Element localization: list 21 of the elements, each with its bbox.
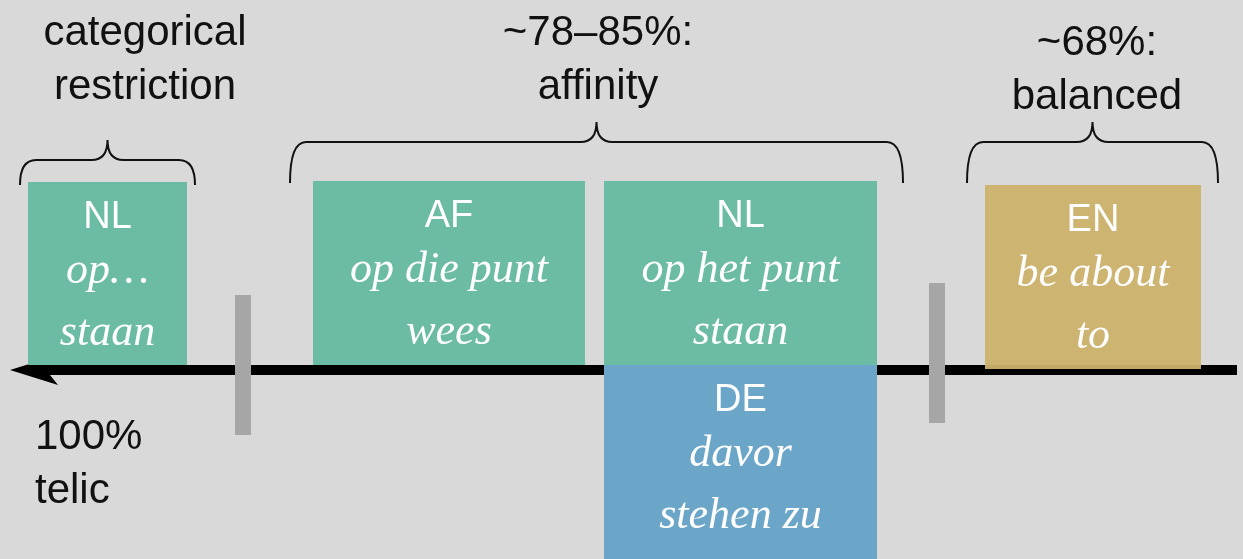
group-label: ~68%: balanced bbox=[1010, 16, 1184, 120]
language-code: EN bbox=[1066, 196, 1120, 241]
expression-text: op die punt wees bbox=[349, 242, 550, 356]
expression-text: davor stehen zu bbox=[658, 426, 823, 540]
language-box bbox=[604, 365, 877, 559]
language-box bbox=[313, 181, 585, 365]
language-code: NL bbox=[83, 193, 132, 238]
axis-end-label: 100% telic bbox=[35, 410, 144, 514]
expression-text: be about to bbox=[1015, 246, 1172, 360]
language-box bbox=[985, 185, 1201, 369]
group-label: ~78–85%: affinity bbox=[501, 6, 695, 110]
expression-text: op… staan bbox=[58, 243, 157, 357]
language-box bbox=[604, 181, 877, 365]
expression-text: op het punt staan bbox=[640, 242, 842, 356]
language-code: AF bbox=[424, 192, 474, 237]
divider-bar bbox=[235, 295, 251, 435]
group-label: categorical restriction bbox=[42, 6, 248, 110]
language-box bbox=[28, 182, 187, 365]
language-code: NL bbox=[716, 192, 765, 237]
language-code: DE bbox=[714, 376, 767, 421]
divider-bar bbox=[929, 283, 945, 423]
